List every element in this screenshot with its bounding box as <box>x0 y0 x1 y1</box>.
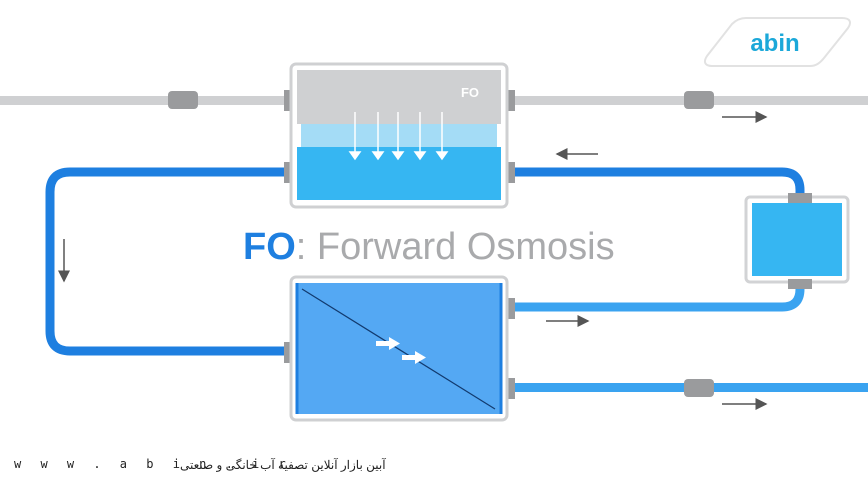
fo-draw-inlet-connector <box>284 162 294 183</box>
fo-outlet-connector <box>505 90 515 111</box>
recovery-inlet-connector <box>284 342 294 363</box>
feed-pipe <box>0 90 868 111</box>
fo-inlet-connector <box>284 90 294 111</box>
logo-text: abin <box>750 30 799 57</box>
tank-inlet-connector <box>788 193 812 203</box>
footer-url[interactable]: w w w . a b i n . i r <box>14 457 292 471</box>
draw-solution-loop-pipe <box>45 167 290 356</box>
tank-outlet-connector <box>788 279 812 289</box>
water-flux-arrows <box>348 112 449 161</box>
recovery-module <box>289 275 509 422</box>
flow-arrows <box>58 111 768 410</box>
fo-draw-outlet-connector <box>505 162 515 183</box>
diagram-title: FO: Forward Osmosis <box>243 226 615 268</box>
diluted-draw-pipe <box>506 167 805 200</box>
fo-module-label: FO <box>461 85 479 100</box>
title-abbr: FO <box>243 226 296 268</box>
regenerated-draw-pipe <box>506 280 805 312</box>
permeate-arrows <box>376 337 426 364</box>
title-separator: : <box>296 226 317 268</box>
feed-pipe-coupling-right <box>684 91 714 109</box>
draw-tank <box>744 193 850 289</box>
fo-feed-chamber <box>297 70 501 124</box>
footer-tagline: آبین بازار آنلاین تصفیه آب خانگی و صنعتی <box>180 458 386 472</box>
fo-membrane-layer <box>301 124 497 147</box>
product-pipe-coupling <box>684 379 714 397</box>
recovery-product-outlet-connector <box>505 378 515 399</box>
feed-pipe-coupling-left <box>168 91 198 109</box>
title-full: Forward Osmosis <box>317 226 615 268</box>
recovery-membrane-line <box>301 288 496 410</box>
logo: abin <box>703 17 851 67</box>
recovery-draw-outlet-connector <box>505 298 515 319</box>
fo-module: FO <box>289 62 509 209</box>
